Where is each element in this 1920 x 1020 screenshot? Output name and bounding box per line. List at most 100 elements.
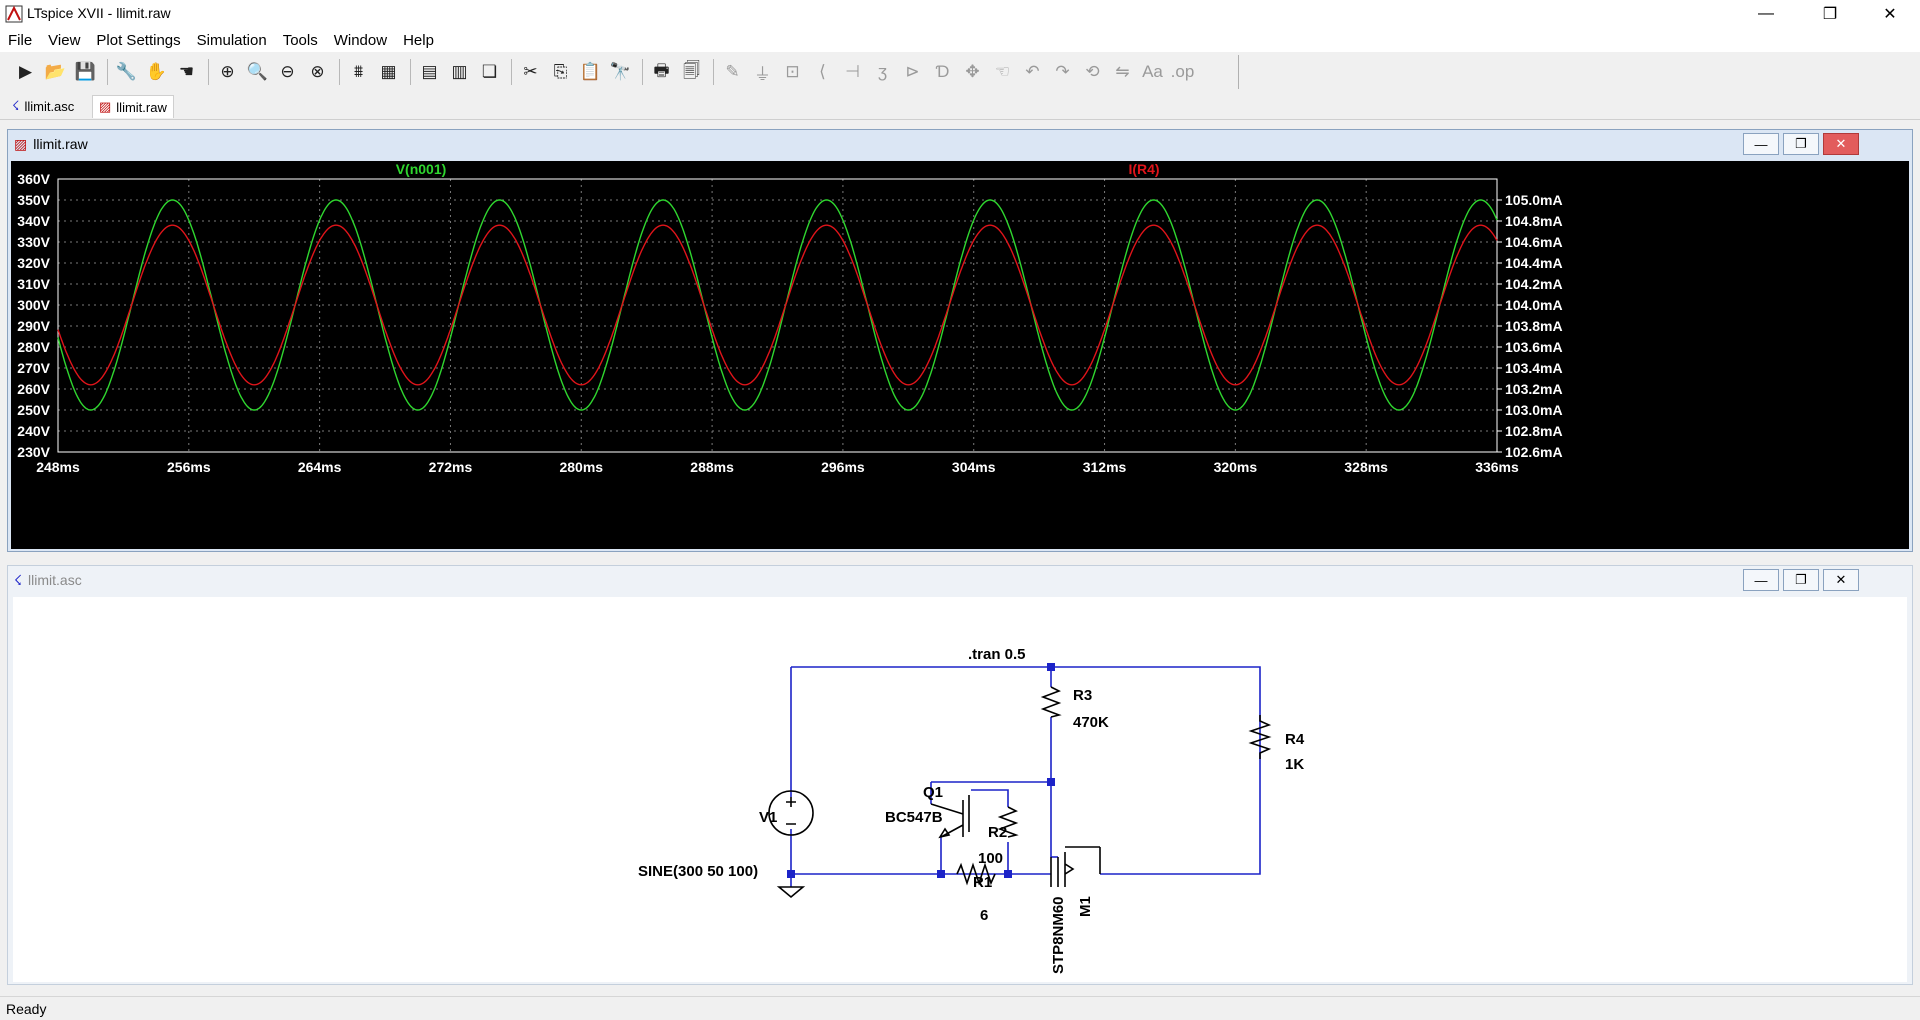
r3-symbol xyxy=(1040,686,1062,718)
x-tick-label: 328ms xyxy=(1344,459,1388,475)
menu-file[interactable]: File xyxy=(8,31,33,49)
mirror-icon[interactable]: ⇋ xyxy=(1115,62,1130,81)
r2-label: R2 xyxy=(988,824,1007,841)
y-left-tick-label: 300V xyxy=(17,297,50,313)
redo-icon[interactable]: ↷ xyxy=(1055,62,1070,81)
tab-llimit-raw[interactable]: ▨ llimit.raw xyxy=(92,95,174,118)
paste-icon[interactable]: 📋 xyxy=(579,62,602,81)
copy-icon[interactable]: ⎘ xyxy=(553,62,568,81)
y-right-tick-label: 103.8mA xyxy=(1505,318,1563,334)
spice-directive-icon[interactable]: .op xyxy=(1170,62,1195,81)
zoom-in-icon[interactable]: ⊕ xyxy=(220,62,235,81)
schematic-canvas[interactable]: .tran 0.5 R3 470K R4 1K Q1 BC547B R2 100… xyxy=(13,597,1907,982)
autorange-icon[interactable]: ⩩ xyxy=(353,62,364,81)
open-icon[interactable]: 📂 xyxy=(44,62,67,81)
tab-label: llimit.raw xyxy=(116,99,167,115)
tile-vertical-icon[interactable]: ▥ xyxy=(451,62,468,81)
y-right-tick-label: 103.2mA xyxy=(1505,381,1563,397)
zoom-out-icon[interactable]: ⊖ xyxy=(280,62,295,81)
menu-view[interactable]: View xyxy=(48,31,81,49)
r4-value: 1K xyxy=(1285,756,1304,773)
v1-value: SINE(300 50 100) xyxy=(638,863,758,880)
m1-label: M1 xyxy=(1077,896,1094,917)
pan-icon[interactable]: ☚ xyxy=(178,62,195,81)
control-panel-icon[interactable]: 🔧 xyxy=(115,62,138,81)
schematic-restore-button[interactable]: ❐ xyxy=(1783,569,1819,591)
menu-help[interactable]: Help xyxy=(403,31,434,49)
toolbar: ▶ 📂 💾 🔧 ✋ ☚ ⊕ 🔍 ⊖ ⊗ ⩩ ▦ ▤ ▥ ❏ ✂ ⎘ 📋 🔭 🖶 🗐 ✎ ⏚ ⊡ ⟨ ⊣ ʒ ⊳ Ɗ ✥ ☜ ↶ ↷ ⟲ ⇋ Aa .op xyxy=(0,52,1920,92)
junctions xyxy=(787,663,1055,878)
menu-plot-settings[interactable]: Plot Settings xyxy=(96,31,181,49)
y-right-tick-label: 104.0mA xyxy=(1505,297,1563,313)
run-icon[interactable]: ▶ xyxy=(18,62,33,81)
y-left-tick-label: 240V xyxy=(17,423,50,439)
text-icon[interactable]: Aa xyxy=(1142,62,1163,81)
menu-simulation[interactable]: Simulation xyxy=(196,31,267,49)
status-text: Ready xyxy=(6,1000,47,1017)
x-tick-label: 288ms xyxy=(690,459,734,475)
zoom-area-icon[interactable]: 🔍 xyxy=(246,62,269,81)
grid-icon[interactable]: ▦ xyxy=(380,62,397,81)
ltspice-logo-icon xyxy=(5,5,23,23)
menu-window[interactable]: Window xyxy=(333,31,388,49)
tab-llimit-asc[interactable]: ☇ llimit.asc xyxy=(6,95,80,117)
y-right-tick-label: 104.8mA xyxy=(1505,213,1563,229)
schematic-window[interactable]: ☇ llimit.asc — ❐ ✕ xyxy=(7,565,1913,985)
y-right-tick-label: 103.4mA xyxy=(1505,360,1563,376)
x-tick-label: 296ms xyxy=(821,459,865,475)
x-tick-label: 320ms xyxy=(1214,459,1258,475)
component-icon[interactable]: Ɗ xyxy=(935,62,950,81)
schematic-minimize-button[interactable]: — xyxy=(1743,569,1779,591)
x-tick-label: 256ms xyxy=(167,459,211,475)
menu-tools[interactable]: Tools xyxy=(282,31,318,49)
rotate-icon[interactable]: ⟲ xyxy=(1085,62,1100,81)
plot-restore-button[interactable]: ❐ xyxy=(1783,133,1819,155)
halt-icon[interactable]: ✋ xyxy=(145,62,168,81)
restore-button[interactable]: ❐ xyxy=(1822,6,1838,23)
y-left-tick-label: 290V xyxy=(17,318,50,334)
schematic-close-button[interactable]: ✕ xyxy=(1823,569,1859,591)
v1-source-symbol xyxy=(768,790,814,836)
label-icon[interactable]: ⊡ xyxy=(785,62,800,81)
move-icon[interactable]: ✥ xyxy=(965,62,980,81)
capacitor-icon[interactable]: ⊣ xyxy=(845,62,860,81)
m1-symbol xyxy=(1050,846,1101,887)
x-tick-label: 336ms xyxy=(1475,459,1519,475)
toolbar-separator xyxy=(511,59,512,85)
y-left-tick-label: 230V xyxy=(17,444,50,460)
wire-icon[interactable]: ✎ xyxy=(725,62,740,81)
y-left-tick-label: 350V xyxy=(17,192,50,208)
inductor-icon[interactable]: ʒ xyxy=(877,62,888,81)
x-tick-label: 272ms xyxy=(429,459,473,475)
diode-icon[interactable]: ⊳ xyxy=(905,62,920,81)
schematic-window-title: llimit.asc xyxy=(28,572,82,588)
cut-icon[interactable]: ✂ xyxy=(523,62,538,81)
schematic-drawing[interactable]: .tran 0.5 R3 470K R4 1K Q1 BC547B R2 100… xyxy=(13,597,1907,982)
cascade-icon[interactable]: ❏ xyxy=(481,62,498,81)
save-icon[interactable]: 💾 xyxy=(74,62,97,81)
plot-window-caption[interactable]: ▨ llimit.raw xyxy=(8,130,1912,158)
print-icon[interactable]: 🖶 xyxy=(653,60,670,80)
tile-horizontal-icon[interactable]: ▤ xyxy=(421,62,438,81)
minimize-button[interactable]: — xyxy=(1758,5,1774,22)
undo-icon[interactable]: ↶ xyxy=(1025,62,1040,81)
plot-minimize-button[interactable]: — xyxy=(1743,133,1779,155)
plot-close-button[interactable]: ✕ xyxy=(1823,133,1859,155)
close-button[interactable]: ✕ xyxy=(1883,6,1897,23)
y-left-tick-label: 250V xyxy=(17,402,50,418)
ground-icon[interactable]: ⏚ xyxy=(754,64,771,84)
print-preview-icon[interactable]: 🗐 xyxy=(683,60,700,80)
find-icon[interactable]: 🔭 xyxy=(609,62,632,81)
zoom-fit-icon[interactable]: ⊗ xyxy=(310,62,325,81)
window-title: LTspice XVII - llimit.raw xyxy=(27,5,171,21)
series-label-current: I(R4) xyxy=(1128,161,1159,177)
y-left-tick-label: 260V xyxy=(17,381,50,397)
r3-value: 470K xyxy=(1073,714,1109,731)
r2-value: 100 xyxy=(978,850,1003,867)
resistor-icon[interactable]: ⟨ xyxy=(819,62,826,81)
schematic-window-caption[interactable]: ☇ llimit.asc xyxy=(8,566,1912,594)
drag-icon[interactable]: ☜ xyxy=(994,62,1011,81)
y-right-tick-label: 102.6mA xyxy=(1505,444,1563,460)
